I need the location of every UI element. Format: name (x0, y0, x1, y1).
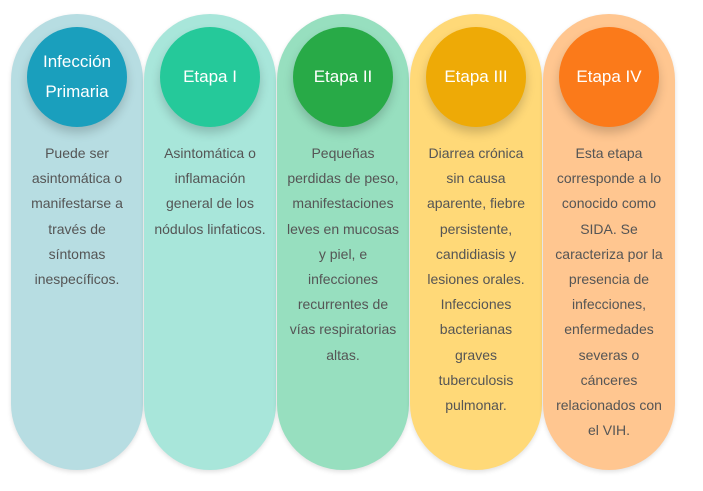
stage-description-stage-1: Asintomática o inflamación general de lo… (154, 145, 266, 237)
stage-description-stage-2: Pequeñas perdidas de peso, manifestacion… (286, 145, 400, 363)
stage-circle-stage-4: Etapa IV (559, 27, 659, 127)
stage-circle-stage-1: Etapa I (160, 27, 260, 127)
stage-description-stage-3: Diarrea crónica sin causa aparente, fieb… (426, 145, 526, 414)
stage-column-stage-1: Etapa I Asintomática o inflamación gener… (144, 14, 276, 470)
stage-column-stage-2: Etapa II Pequeñas perdidas de peso, mani… (277, 14, 409, 470)
stage-column-stage-3: Etapa III Diarrea crónica sin causa apar… (410, 14, 542, 470)
stage-description-primary-infection: Puede ser asintomática o manifestarse a … (31, 145, 123, 288)
stage-circle-primary-infection: Infección Primaria (27, 27, 127, 127)
stage-column-primary-infection: Infección Primaria Puede ser asintomátic… (11, 14, 143, 470)
stage-circle-stage-2: Etapa II (293, 27, 393, 127)
stage-description-stage-4: Esta etapa corresponde a lo conocido com… (555, 145, 663, 439)
stage-column-stage-4: Etapa IV Esta etapa corresponde a lo con… (543, 14, 675, 470)
stage-circle-stage-3: Etapa III (426, 27, 526, 127)
